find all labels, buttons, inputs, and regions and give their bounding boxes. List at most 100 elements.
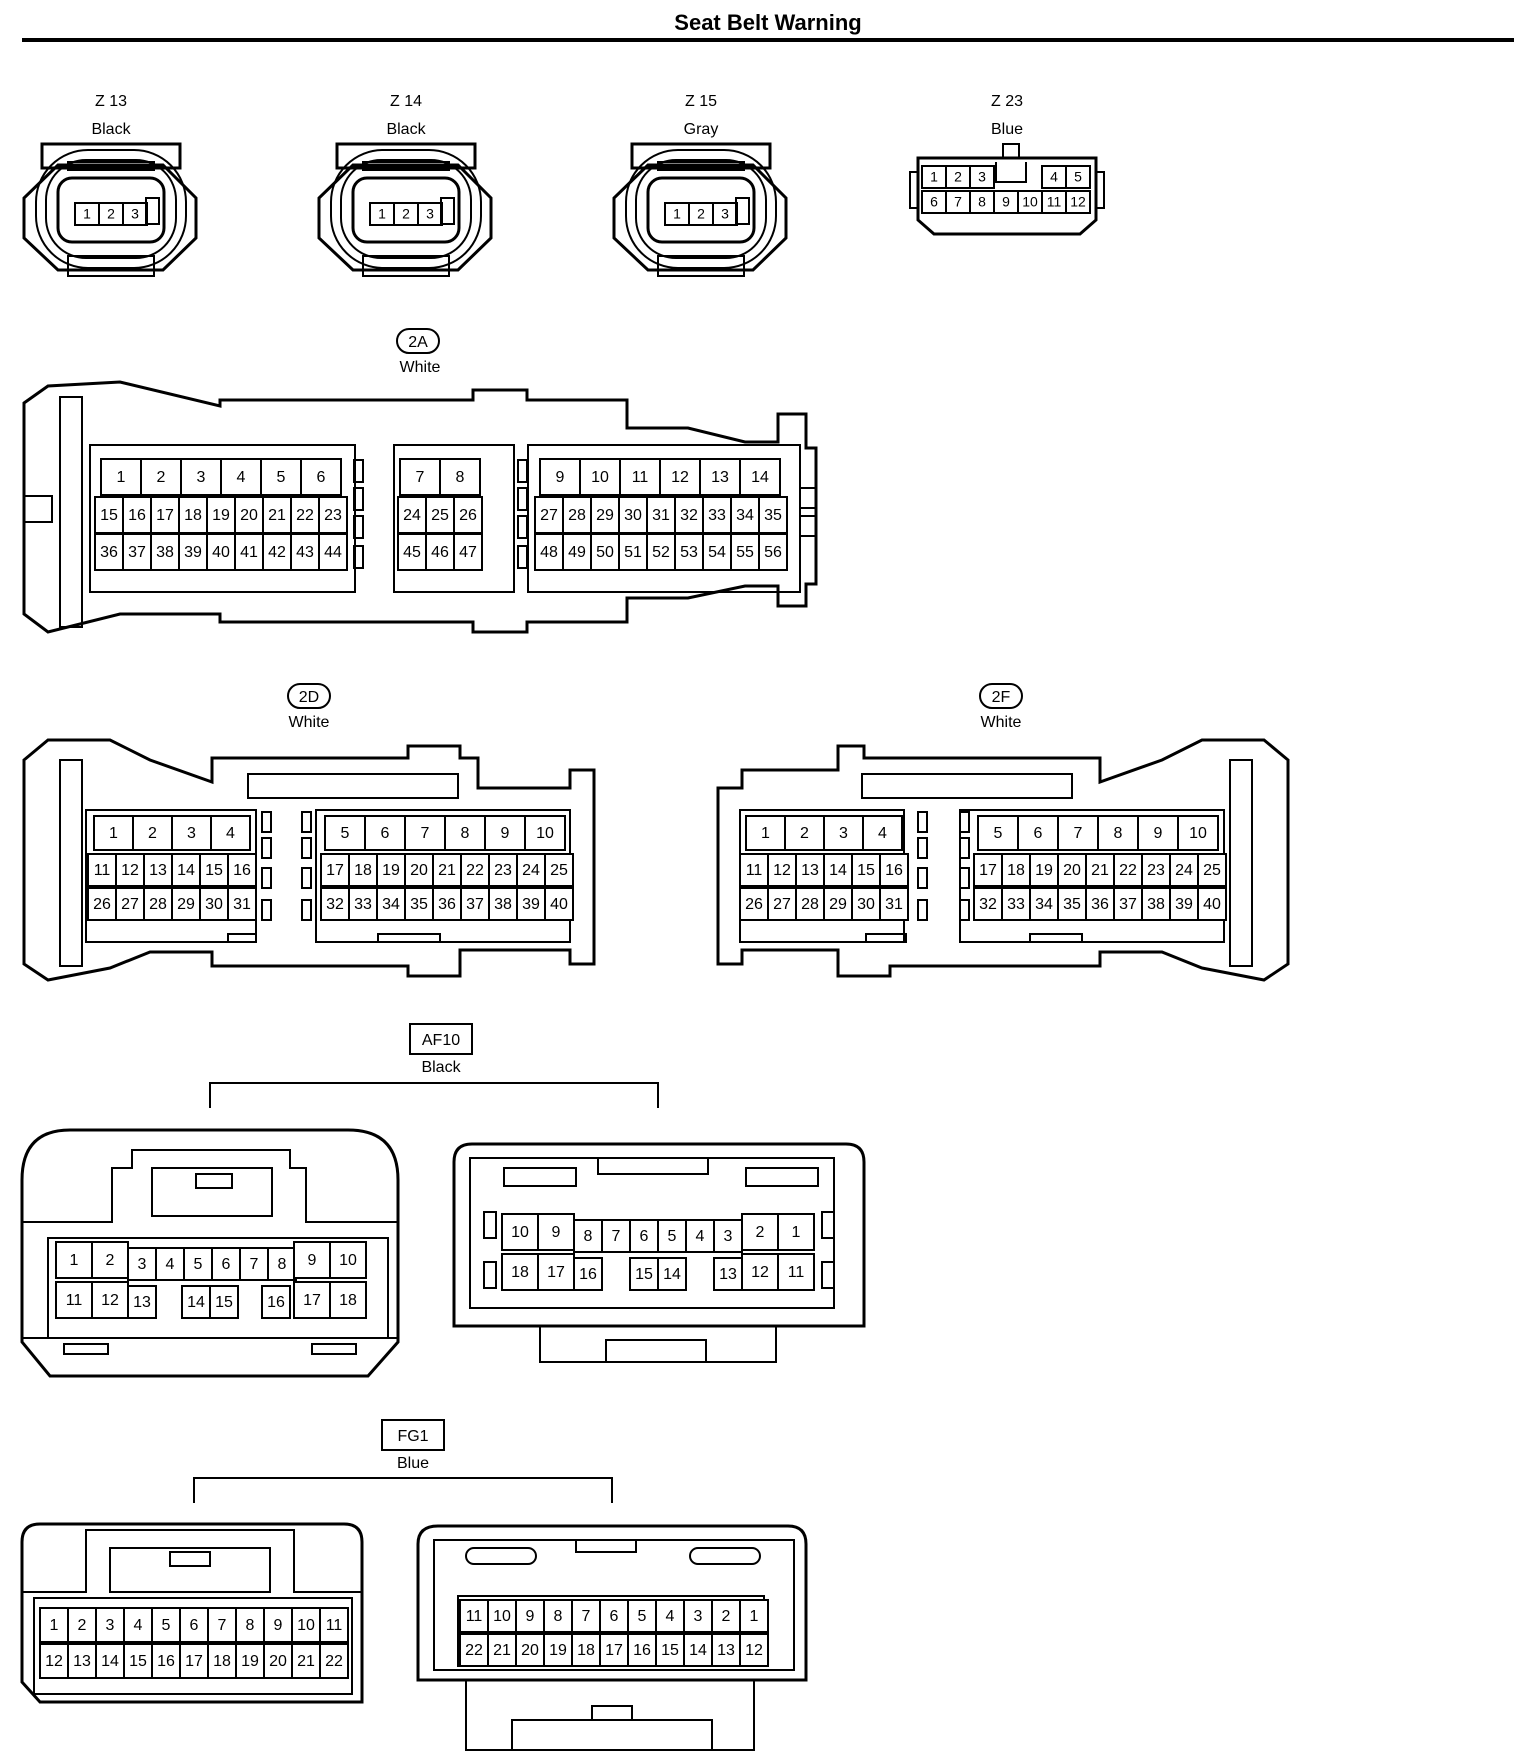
af10-right-pin-11-cell (777, 1253, 815, 1291)
connector-z15-key (735, 197, 750, 225)
fg1-right-pin-15: 15 (655, 1633, 685, 1667)
z14-pin-2: 2 (393, 202, 419, 226)
c2f-pin-5-label: 5 (994, 825, 1003, 842)
fg1-right-pin-12: 12 (739, 1633, 769, 1667)
c2d-pin-10-cell (524, 815, 566, 851)
c2d-pin-14: 14 (171, 853, 201, 887)
c2d-pin-33: 33 (348, 887, 378, 921)
c2d-pin-4-label: 4 (226, 825, 235, 842)
c2a-pin-42-cell (262, 533, 292, 571)
c2d-pin-39: 39 (516, 887, 546, 921)
c2d-pin-22: 22 (460, 853, 490, 887)
c2a-pin-47: 47 (453, 533, 483, 571)
fg1-right-pin-14: 14 (683, 1633, 713, 1667)
c2f-pin-9: 9 (1137, 815, 1179, 851)
z14-pin-1-label: 1 (378, 206, 386, 222)
c2a-pin-37-label: 37 (128, 544, 146, 561)
af10-right-pin-10-label: 10 (511, 1224, 529, 1241)
c2f-pin-7: 7 (1057, 815, 1099, 851)
connector-af10-right-guide-2 (483, 1261, 497, 1289)
connector-fg1-left-face (33, 1597, 353, 1695)
c2a-pin-28-label: 28 (568, 507, 586, 524)
c2a-pin-33-cell (702, 496, 732, 534)
c2f-pin-38: 38 (1141, 887, 1171, 921)
c2d-pin-15: 15 (199, 853, 229, 887)
af10-right-pin-7-cell (601, 1219, 631, 1253)
fg1-right-pin-16-label: 16 (633, 1642, 651, 1659)
af10-right-pin-6-label: 6 (640, 1228, 649, 1245)
c2d-pin-7-cell (404, 815, 446, 851)
af10-right-pin-1: 1 (777, 1213, 815, 1251)
af10-right-pin-16-cell (573, 1257, 603, 1291)
connector-2d-code-badge (287, 683, 331, 709)
c2d-pin-34: 34 (376, 887, 406, 921)
connector-z15-housing (612, 163, 788, 272)
c2d-pin-19: 19 (376, 853, 406, 887)
fg1-left-pin-13: 13 (67, 1643, 97, 1679)
c2f-pin-24: 24 (1169, 853, 1199, 887)
af10-right-pin-4: 4 (685, 1219, 715, 1253)
c2f-pin-23-label: 23 (1147, 862, 1165, 879)
connector-z23-side-left (909, 171, 919, 209)
c2d-pin-25-cell (544, 853, 574, 887)
fg1-right-pin-9-label: 9 (526, 1608, 535, 1625)
connector-af10-left-latch (151, 1167, 273, 1217)
af10-left-pin-2-cell (91, 1241, 129, 1279)
fg1-right-pin-7: 7 (571, 1599, 601, 1633)
z23-pin-1: 1 (921, 165, 947, 189)
af10-right-pin-18-label: 18 (511, 1264, 529, 1281)
c2a-pin-22: 22 (290, 496, 320, 534)
c2f-pin-13-cell (795, 853, 825, 887)
z23-pin-7: 7 (945, 190, 971, 214)
z14-pin-3: 3 (417, 202, 443, 226)
c2a-pin-4: 4 (220, 458, 262, 496)
c2a-pin-35: 35 (758, 496, 788, 534)
c2d-pin-17: 17 (320, 853, 350, 887)
connector-af10-left-housing (20, 1128, 400, 1378)
z15-pin-1: 1 (664, 202, 690, 226)
af10-left-pin-10-label: 10 (339, 1252, 357, 1269)
c2a-pin-8: 8 (439, 458, 481, 496)
c2d-pin-30-cell (199, 887, 229, 921)
c2a-pin-27-label: 27 (540, 507, 558, 524)
fg1-left-pin-18-cell (207, 1643, 237, 1679)
c2d-pin-37-cell (460, 887, 490, 921)
z23-pin-10: 10 (1017, 190, 1043, 214)
fg1-left-pin-21-label: 21 (297, 1653, 315, 1670)
z14-pin-1: 1 (369, 202, 395, 226)
fg1-right-pin-10-label: 10 (493, 1608, 511, 1625)
c2a-pin-6-cell (300, 458, 342, 496)
c2d-pin-36-cell (432, 887, 462, 921)
c2a-guide-slot-4 (353, 545, 364, 569)
c2f-pin-39-cell (1169, 887, 1199, 921)
c2a-pin-20: 20 (234, 496, 264, 534)
af10-right-pin-10-cell (501, 1213, 539, 1251)
af10-left-pin-4: 4 (155, 1247, 185, 1281)
c2a-pin-48-cell (534, 533, 564, 571)
connector-2d-code: 2D (299, 689, 319, 706)
af10-left-pin-10: 10 (329, 1241, 367, 1279)
c2f-pin-31-cell (879, 887, 909, 921)
c2a-pin-27: 27 (534, 496, 564, 534)
af10-right-pin-15-cell (629, 1257, 659, 1291)
c2d-pin-20-label: 20 (410, 862, 428, 879)
c2d-pin-13-cell (143, 853, 173, 887)
c2a-pin-11: 11 (619, 458, 661, 496)
c2a-pin-29-label: 29 (596, 507, 614, 524)
fg1-right-pin-1: 1 (739, 1599, 769, 1633)
c2f-pin-30-cell (851, 887, 881, 921)
c2a-pin-44-cell (318, 533, 348, 571)
connector-z14-code: Z 14 (390, 93, 422, 110)
af10-right-pin-18: 18 (501, 1253, 539, 1291)
c2d-pin-11: 11 (87, 853, 117, 887)
c2a-pin-22-cell (290, 496, 320, 534)
connector-af10-left-foot-2 (311, 1343, 357, 1355)
c2f-pin-17: 17 (973, 853, 1003, 887)
af10-right-pin-4-label: 4 (696, 1228, 705, 1245)
connector-af10-code-box (409, 1023, 473, 1055)
c2d-pin-39-label: 39 (522, 896, 540, 913)
c2d-guide-slot-3 (261, 867, 272, 889)
c2a-pin-22-label: 22 (296, 507, 314, 524)
